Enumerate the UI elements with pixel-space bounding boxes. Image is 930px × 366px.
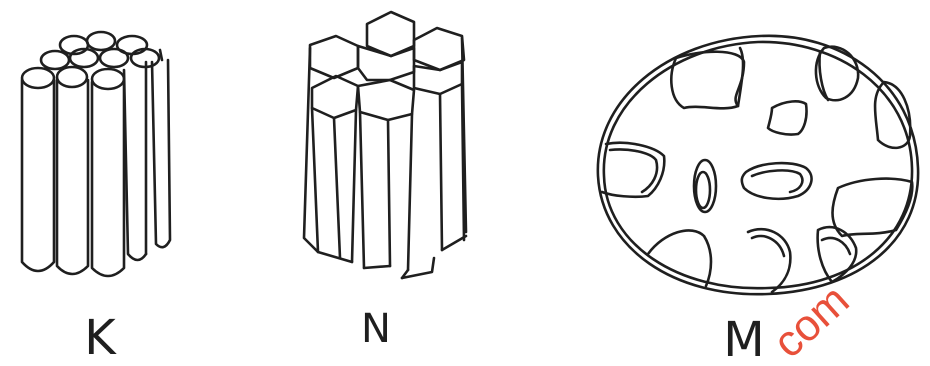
label-k: K [84,310,117,366]
label-m: M [723,312,764,366]
watermark-text: com [764,275,859,366]
figure-k-cylinder-bundle [22,32,170,276]
figure-m-cross-section [598,36,918,294]
label-n: N [361,306,391,352]
figure-n-hexagonal-prisms [304,12,466,278]
